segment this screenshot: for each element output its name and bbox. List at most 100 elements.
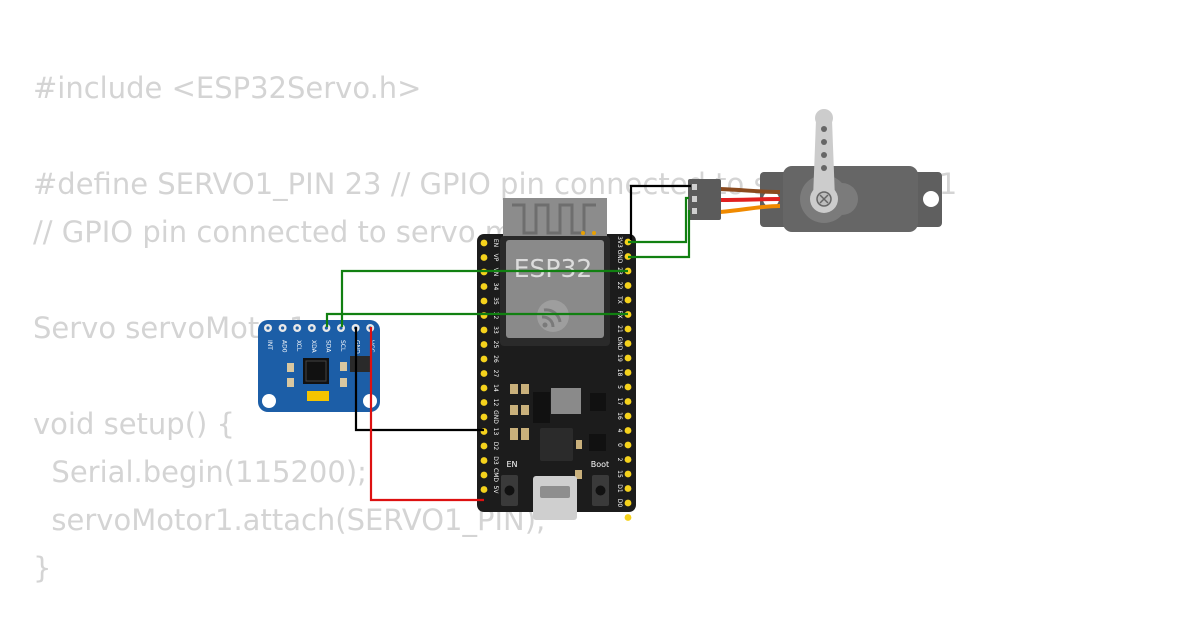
code-editor-text: #include <ESP32Servo.h>#define SERVO1_PI… (33, 64, 957, 592)
boot-button-label: Boot (591, 460, 609, 469)
esp32-pin[interactable] (480, 486, 488, 493)
esp32-pin-label: 2 (616, 458, 623, 462)
esp32-pin-label: 19 (616, 354, 623, 362)
esp32-pin[interactable] (480, 254, 488, 261)
esp32-pin-label: 3V3 (616, 236, 623, 248)
esp32-pin-label: D2 (492, 442, 499, 451)
esp32-pin-label: 16 (616, 412, 623, 420)
esp32-pin-label: 26 (492, 355, 499, 363)
mpu-pin-label: XCL (295, 340, 302, 352)
esp32-pin-label: 35 (492, 297, 499, 305)
esp32-pin[interactable] (480, 283, 488, 290)
esp32-pin[interactable] (480, 413, 488, 421)
esp32-pin[interactable] (480, 399, 488, 406)
esp32-pin-label: 13 (492, 428, 499, 436)
mpu-pin-label: AD0 (281, 340, 288, 353)
esp32-pin[interactable] (624, 485, 632, 492)
esp32-pin-label: GND (492, 410, 499, 424)
esp32-pin[interactable] (480, 457, 488, 464)
mpu-pin-label: XDA (310, 340, 317, 354)
esp32-pin[interactable] (480, 384, 488, 392)
servo-wire-brown (719, 187, 781, 194)
esp32-pin[interactable] (624, 514, 632, 521)
esp32-pin[interactable] (624, 427, 632, 434)
esp32-pin-label: CMD (492, 468, 499, 482)
esp32-pin-label: 32 (492, 312, 499, 320)
esp32-pin[interactable] (480, 326, 488, 334)
esp32-pin-label: TX (616, 295, 623, 304)
mpu-pin-hole (266, 326, 270, 330)
esp32-pin-label: 18 (616, 369, 623, 377)
espressif-logo-icon (537, 300, 569, 332)
esp32-pin-label: 33 (492, 326, 499, 334)
esp32-pin[interactable] (480, 341, 488, 348)
esp32-pin-label: 0 (616, 443, 623, 447)
esp32-pin[interactable] (480, 297, 488, 305)
esp32-pin[interactable] (480, 239, 488, 247)
esp32-pin[interactable] (624, 354, 632, 362)
esp32-board[interactable]: ESP32 EN Boot EN (477, 198, 636, 524)
wire-servo-signal[interactable] (628, 210, 691, 259)
esp32-pin-label: GND (616, 250, 623, 264)
esp32-pin-label: D0 (616, 499, 623, 508)
code-line: void setup() { (33, 407, 235, 441)
wire-servo-vcc[interactable] (628, 196, 689, 244)
esp32-pin[interactable] (624, 499, 632, 507)
esp32-pin[interactable] (624, 340, 632, 347)
esp32-module-label: ESP32 (514, 254, 593, 283)
esp32-pin-label: 27 (492, 370, 499, 378)
esp32-pin-label: 15 (616, 470, 623, 478)
wire-sda[interactable] (340, 269, 628, 327)
esp32-pin[interactable] (624, 398, 632, 405)
esp32-pin[interactable] (624, 456, 632, 463)
mpu-chip (303, 358, 329, 384)
en-button-label: EN (506, 460, 517, 469)
servo-motor[interactable] (688, 109, 942, 232)
esp32-pin[interactable] (624, 325, 632, 333)
mpu-pin-label: SCL (339, 340, 346, 352)
regulator-chip (533, 392, 550, 423)
esp32-pin[interactable] (624, 412, 632, 420)
wire-scl[interactable] (325, 312, 628, 327)
code-line: #include <ESP32Servo.h> (33, 71, 422, 105)
esp32-pin[interactable] (480, 355, 488, 363)
esp32-pin[interactable] (480, 442, 488, 450)
wire-vcc[interactable] (369, 327, 484, 502)
esp32-pin-label: 21 (616, 325, 623, 333)
esp32-pin-label: EN (492, 239, 499, 247)
esp32-pin[interactable] (624, 296, 632, 304)
esp32-pin-label: 22 (616, 282, 623, 290)
esp32-pin[interactable] (624, 369, 632, 376)
mpu-pin-hole (310, 326, 314, 330)
mpu-pin-hole (281, 326, 285, 330)
esp32-pin[interactable] (624, 383, 632, 391)
esp32-pin[interactable] (480, 471, 488, 479)
wire-gnd[interactable] (354, 327, 484, 432)
esp32-pin-label: 5V (492, 486, 499, 495)
esp32-pin-label: 4 (616, 429, 623, 433)
esp32-pin[interactable] (624, 470, 632, 478)
mpu-pin-label: SDA (324, 340, 331, 353)
mounting-hole-icon (923, 191, 939, 207)
esp32-pin-label: 17 (616, 398, 623, 406)
wire-servo-gnd[interactable] (629, 184, 691, 240)
esp32-pin[interactable] (624, 282, 632, 289)
mpu-pin-hole (295, 326, 299, 330)
mpu-pin-hole (339, 326, 343, 330)
esp32-pin-label: VP (492, 254, 499, 262)
code-line: Serial.begin(115200); (33, 455, 367, 489)
code-line: servoMotor1.attach(SERVO1_PIN); (33, 503, 546, 537)
usb-uart-chip (540, 428, 573, 461)
esp32-pin[interactable] (624, 441, 632, 449)
esp32-pin-label: D3 (492, 456, 499, 465)
mounting-hole-icon (262, 394, 276, 408)
esp32-pin-label: 5 (616, 385, 623, 389)
esp32-pin[interactable] (480, 370, 488, 377)
servo-wire-red (719, 197, 781, 202)
esp32-pin-label: D1 (616, 484, 623, 493)
code-line: // GPIO pin connected to servo motor 2 (33, 215, 600, 249)
esp32-pin-label: 34 (492, 283, 499, 291)
